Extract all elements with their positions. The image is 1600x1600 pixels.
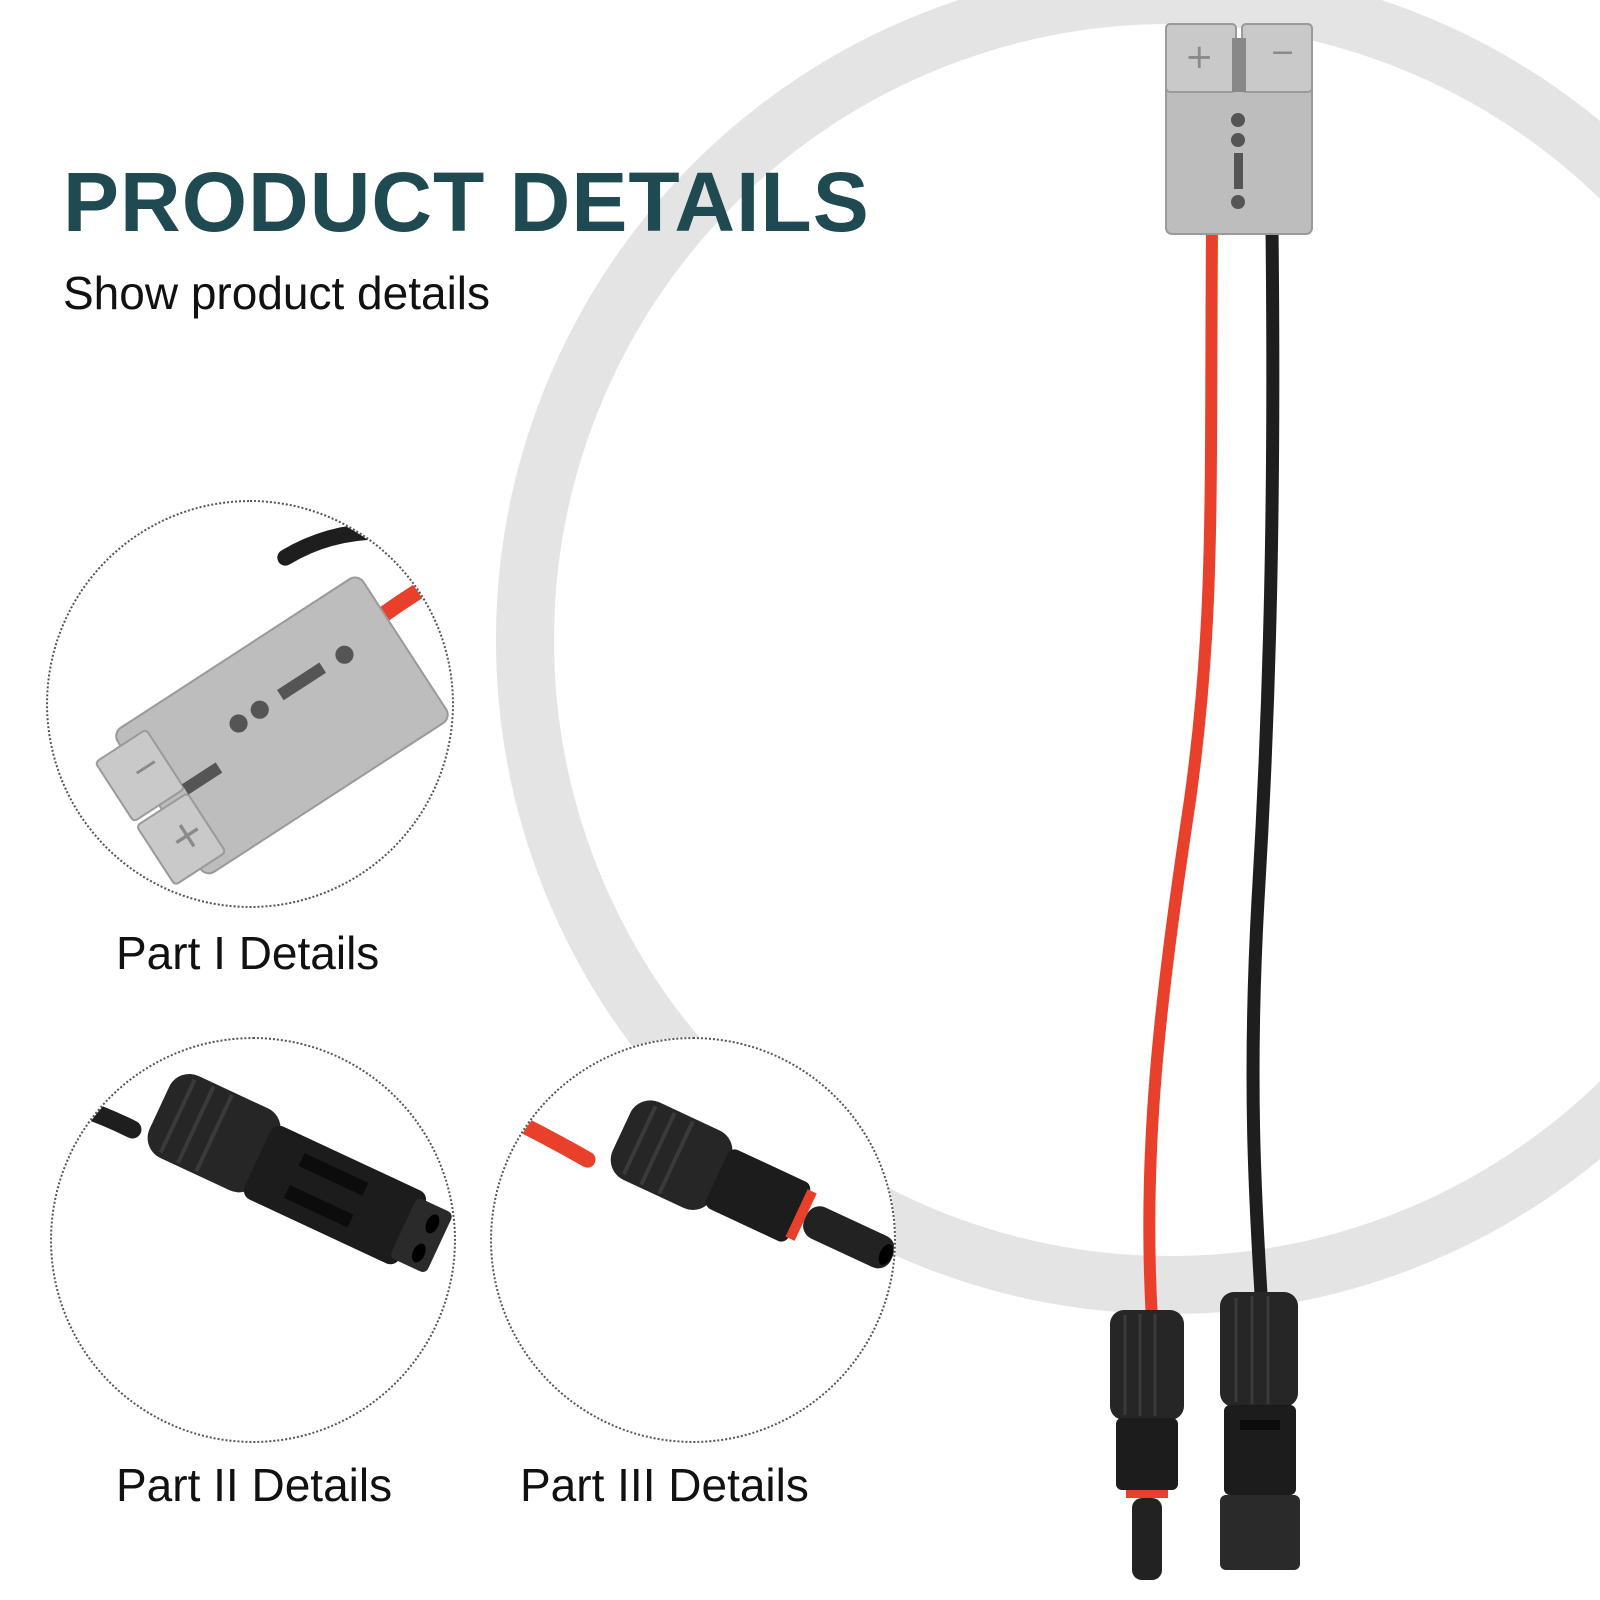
detail-circle-part-1: − + [46,500,454,908]
svg-text:+: + [1185,37,1214,77]
caption-part-1: Part I Details [116,927,380,979]
page-subtitle: Show product details [63,267,491,319]
caption-part-3: Part III Details [520,1459,809,1511]
svg-text:−: − [1270,35,1295,70]
page-title: PRODUCT DETAILS [63,155,870,249]
anderson-connector: + − [1165,23,1313,235]
mc4-connector-black [1220,1292,1300,1570]
black-wire [1246,227,1280,1311]
detail-circle-part-3 [490,1037,896,1443]
mc4-female-connector-icon [52,1073,452,1272]
mc4-connector-red [1110,1310,1184,1580]
anderson-connector-icon: − + [95,523,449,885]
red-wire [1143,227,1218,1321]
adapter-cable-product-image: + − [1110,23,1313,1580]
caption-part-2: Part II Details [116,1459,393,1511]
mc4-male-connector-icon [504,1100,894,1269]
detail-circle-part-2 [50,1037,456,1443]
